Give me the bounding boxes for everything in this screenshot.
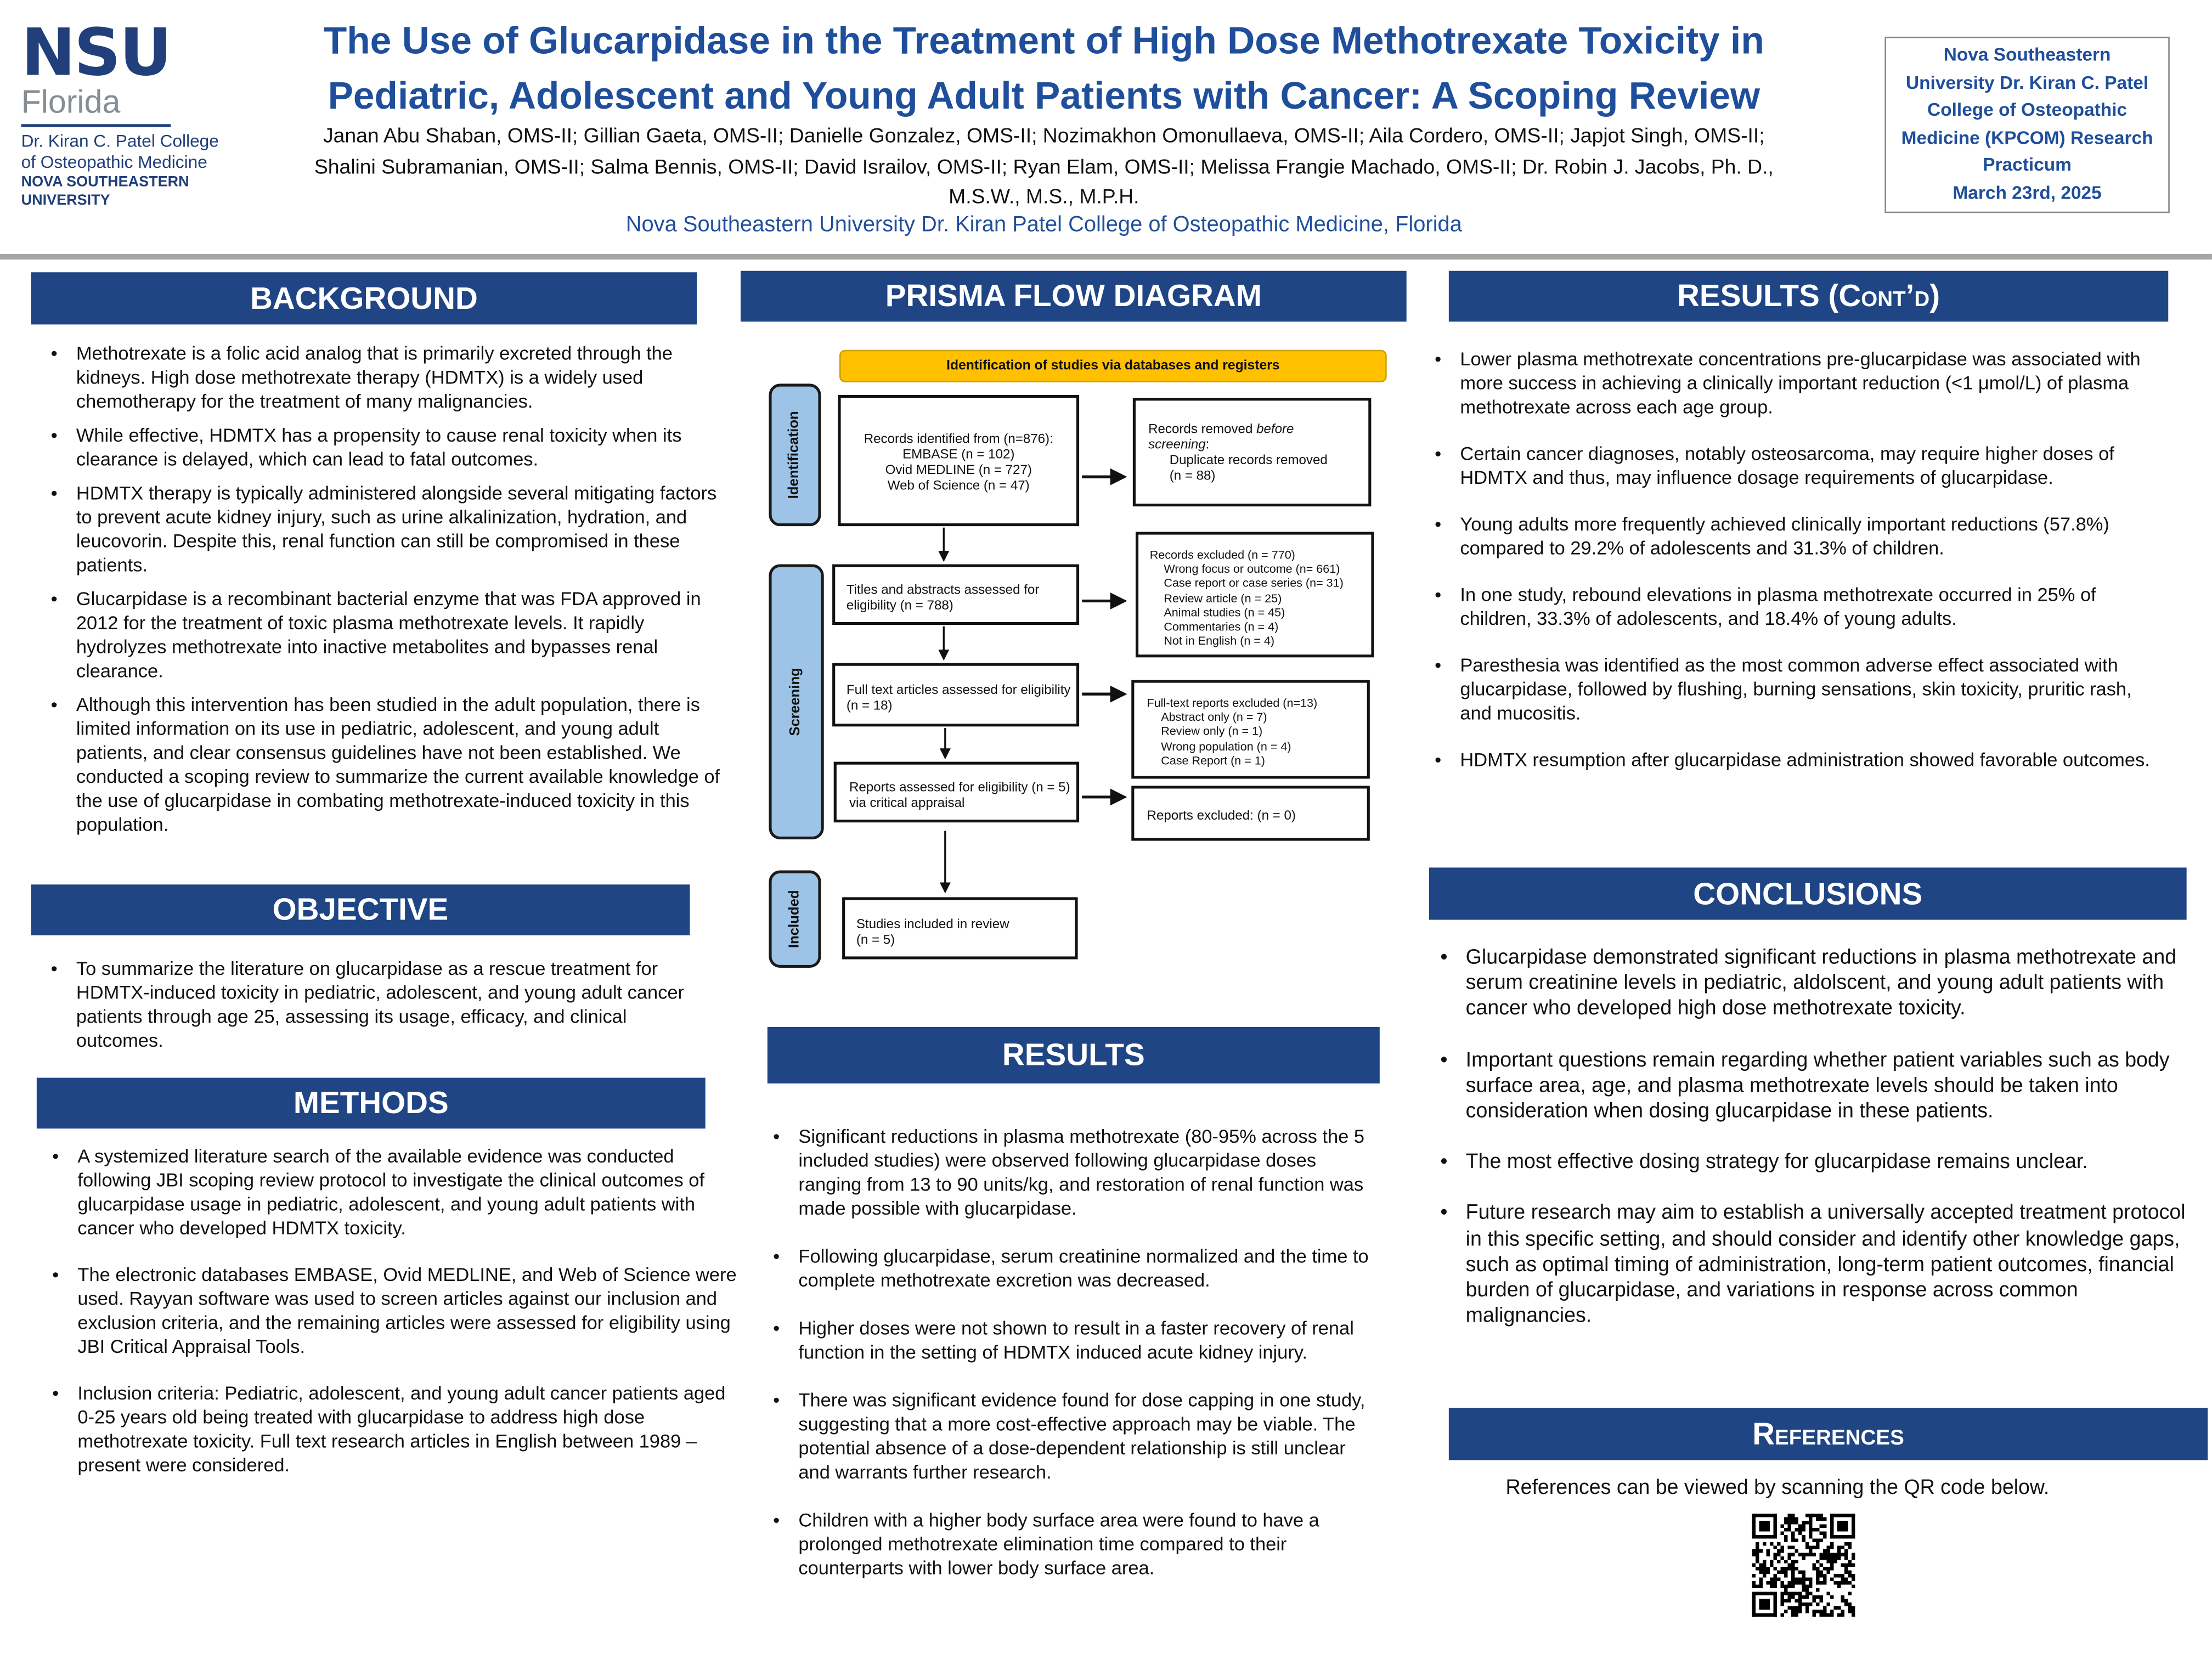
references-text: References can be viewed by scanning the…: [1505, 1477, 2050, 1500]
list-item: The most effective dosing strategy for g…: [1440, 1150, 2192, 1176]
poster-title: The Use of Glucarpidase in the Treatment…: [323, 19, 1764, 117]
logo-florida: Florida: [21, 83, 121, 120]
prisma-banner: Identification of studies via databases …: [839, 349, 1387, 382]
phase-screening: Screening: [769, 564, 824, 839]
list-item: Inclusion criteria: Pediatric, adolescen…: [52, 1381, 741, 1477]
list-item: There was significant evidence found for…: [773, 1388, 1376, 1484]
background-heading: BACKGROUND: [31, 272, 697, 325]
reports-assessed-box: Reports assessed for eligibility (n = 5)…: [833, 761, 1080, 823]
results-contd-list: Lower plasma methotrexate concentrations…: [1415, 347, 2165, 772]
methods-heading: METHODS: [36, 1077, 706, 1129]
list-item: Future research may aim to establish a u…: [1440, 1201, 2192, 1329]
results-contd-heading: RESULTS (Cont’d): [1448, 270, 2169, 322]
results-heading: RESULTS: [767, 1026, 1380, 1084]
list-item: In one study, rebound elevations in plas…: [1435, 583, 2165, 630]
list-item: Certain cancer diagnoses, notably osteos…: [1435, 442, 2165, 489]
objective-list: To summarize the literature on glucarpid…: [31, 956, 718, 1052]
list-item: The electronic databases EMBASE, Ovid ME…: [52, 1262, 741, 1358]
results-list: Significant reductions in plasma methotr…: [753, 1124, 1377, 1580]
phase-identification: Identification: [769, 383, 821, 527]
list-item: Lower plasma methotrexate concentrations…: [1435, 347, 2165, 419]
background-list: Methotrexate is a folic acid analog that…: [31, 341, 723, 837]
list-item: Following glucarpidase, serum creatinine…: [773, 1244, 1376, 1292]
titles-abstracts-box: Titles and abstracts assessed for eligib…: [832, 564, 1080, 625]
logo-divider: [21, 124, 171, 127]
list-item: Although this intervention has been stud…: [51, 693, 723, 837]
list-item: To summarize the literature on glucarpid…: [51, 956, 718, 1052]
list-item: HDMTX resumption after glucarpidase admi…: [1435, 748, 2165, 772]
references-heading: References: [1448, 1408, 2208, 1460]
list-item: Glucarpidase is a recombinant bacterial …: [51, 587, 723, 683]
list-item: Higher doses were not shown to result in…: [773, 1316, 1376, 1364]
conclusions-list: Glucarpidase demonstrated significant re…: [1420, 945, 2192, 1330]
full-text-box: Full text articles assessed for eligibil…: [832, 663, 1080, 727]
list-item: Glucarpidase demonstrated significant re…: [1440, 945, 2192, 1022]
phase-included: Included: [769, 870, 821, 968]
records-identified-box: Records identified from (n=876):EMBASE (…: [838, 394, 1080, 527]
list-item: While effective, HDMTX has a propensity …: [51, 423, 723, 471]
studies-included-box: Studies included in review(n = 5): [842, 897, 1078, 960]
reports-excluded-box: Reports excluded: (n = 0): [1131, 786, 1370, 841]
list-item: Paresthesia was identified as the most c…: [1435, 653, 2165, 725]
records-excluded-box: Records excluded (n = 770) Wrong focus o…: [1135, 532, 1374, 658]
records-removed-box: Records removed before screening: Duplic…: [1132, 398, 1372, 507]
list-item: Significant reductions in plasma methotr…: [773, 1124, 1376, 1220]
authors: Janan Abu Shaban, OMS-II; Gillian Gaeta,…: [314, 125, 1774, 209]
logo-nsu: NSU: [21, 14, 172, 91]
list-item: Methotrexate is a folic acid analog that…: [51, 341, 723, 413]
list-item: Children with a higher body surface area…: [773, 1508, 1376, 1580]
list-item: Young adults more frequently achieved cl…: [1435, 512, 2165, 560]
objective-heading: OBJECTIVE: [31, 884, 690, 935]
list-item: A systemized literature search of the av…: [52, 1144, 741, 1240]
list-item: Important questions remain regarding whe…: [1440, 1048, 2192, 1125]
list-item: HDMTX therapy is typically administered …: [51, 481, 723, 577]
qr-code[interactable]: [1752, 1514, 1855, 1617]
prisma-heading: PRISMA FLOW DIAGRAM: [740, 270, 1407, 322]
methods-list: A systemized literature search of the av…: [32, 1144, 741, 1477]
full-text-excluded-box: Full-text reports excluded (n=13) Abstra…: [1131, 680, 1370, 779]
affiliation: Nova Southeastern University Dr. Kiran P…: [625, 213, 1462, 237]
conclusions-heading: CONCLUSIONS: [1429, 867, 2187, 920]
header-divider: [0, 253, 2212, 260]
